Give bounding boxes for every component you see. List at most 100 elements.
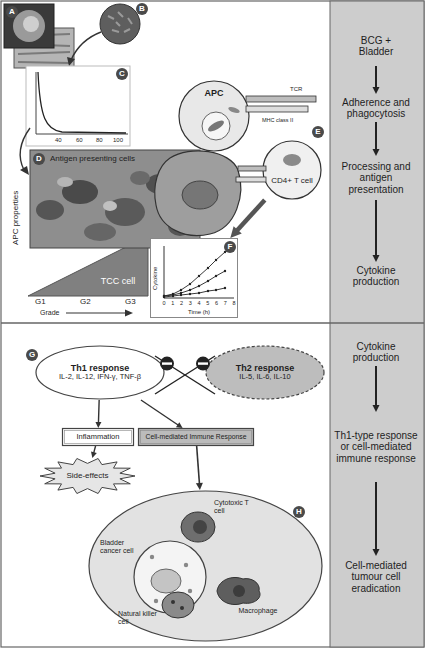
step-node: Cell-mediated tumour cell eradication [333, 556, 419, 598]
tumour-site-ellipse: HCytotoxic T cellBladder cancer cellNatu… [88, 490, 323, 642]
bacillus [206, 118, 225, 133]
node-text: Cytokine production [333, 341, 419, 364]
box-outline [63, 429, 134, 446]
figure-label: 40 [55, 137, 62, 144]
figure-label: 0 [163, 300, 166, 306]
granule [154, 599, 158, 603]
callout-letter: G [26, 349, 38, 361]
cell-nucleus [193, 520, 207, 534]
process-box: Inflammation [62, 428, 134, 446]
granule [180, 606, 184, 610]
figure-label: G3 [125, 298, 136, 307]
arrow-head [20, 166, 29, 175]
node-text: Adherence and phagocytosis [333, 97, 419, 120]
cell-membrane [263, 141, 321, 199]
figure-label: 100 [113, 137, 123, 144]
figure-label: 8 [233, 300, 236, 306]
micrograph-fill [30, 150, 200, 248]
granule [184, 563, 188, 567]
data-curve [164, 288, 225, 297]
cell-body [217, 578, 260, 605]
connector-line [197, 446, 200, 484]
cell-body [162, 592, 194, 618]
data-curve [164, 271, 225, 296]
node-text: Time (h) [164, 309, 234, 316]
node-text: Antigen presenting cells [50, 154, 170, 163]
connector-line [98, 400, 100, 423]
receptor-complex [238, 166, 266, 171]
figure-label: 2 [180, 300, 183, 306]
callout-letter: E [312, 126, 324, 138]
figure-label: 3 [189, 300, 192, 306]
granule [171, 600, 175, 604]
figure-label: TCR [290, 86, 302, 93]
connector-arrow [91, 446, 97, 458]
node-text: Cytokine production [333, 265, 419, 288]
ellipse-outline [206, 346, 324, 399]
bladder-highlight [23, 16, 39, 32]
figure-label: 80 [96, 137, 103, 144]
figure-label: MHC class II [262, 117, 293, 123]
node-outline [118, 588, 198, 630]
t-cell: CD4+ T cell [262, 140, 322, 200]
arrow-head [373, 87, 380, 94]
node-text: Cell-mediated Immune Response [138, 433, 254, 441]
node-text: H [293, 506, 305, 518]
step-node: Cytokine production [333, 262, 419, 290]
arrow-head [91, 451, 97, 458]
cell-blob [168, 216, 192, 236]
chart-axes [36, 72, 128, 134]
bacillus [228, 106, 241, 115]
nk-cell: Natural killer cell [118, 588, 198, 630]
cell-blob [36, 200, 64, 220]
figure-label: Grade [40, 309, 59, 317]
connector-arrow [373, 122, 380, 156]
step-node: Th1-type response or cell-mediated immun… [333, 412, 419, 482]
response-ellipse: Th1 responseIL-2, IL-12, IFN-γ, TNF-β [35, 345, 165, 400]
connector-line [94, 446, 96, 453]
micrograph-panel: Antigen presenting cells [30, 150, 200, 248]
node-text: APC [178, 88, 250, 98]
cell-membrane [179, 81, 249, 151]
step-node: Cytokine production [333, 338, 419, 366]
ellipse-outline [36, 346, 164, 399]
cell-nucleus [283, 154, 301, 166]
phagosome [202, 112, 230, 140]
inhibition-bar [162, 362, 172, 364]
connector-arrow [95, 400, 101, 428]
starburst-outline [40, 459, 135, 494]
micrograph-texture [108, 12, 132, 32]
cell-blob [130, 171, 150, 185]
histology-image [14, 28, 74, 68]
node-text: TCC cell [90, 276, 146, 286]
node-text: Bladder cancer cell [100, 539, 142, 555]
node-text: Th2 response [205, 363, 325, 373]
figure-label: 4 [198, 300, 201, 306]
chart-frame [151, 239, 238, 318]
node-text: Natural killer cell [118, 610, 164, 626]
grade-arrow [66, 312, 126, 313]
node-text: Macrophage [223, 607, 293, 615]
connector-arrow [141, 400, 183, 428]
figure-label: G2 [80, 298, 91, 307]
summary-column [330, 1, 424, 647]
callout-letter: F [224, 241, 236, 253]
tissue-texture [18, 34, 70, 63]
connector-arrow [230, 200, 264, 238]
starburst: Side-effects [40, 458, 135, 494]
receptor-complex [236, 177, 266, 182]
connector-line [375, 122, 377, 150]
node-outline [262, 140, 322, 200]
node-text: Cytokine [152, 267, 159, 290]
connector-arrow [373, 66, 380, 94]
granule [188, 589, 192, 593]
cell-blob [57, 177, 73, 187]
connector-line [375, 482, 377, 550]
receptor-complex [246, 96, 316, 102]
panel-divider [1, 322, 424, 324]
cell-blob [164, 202, 176, 210]
node-text: Cell-mediated tumour cell eradication [333, 560, 419, 595]
arrow-head [125, 310, 133, 317]
node-text: Th1 response [35, 363, 165, 373]
arrow-head [230, 226, 241, 238]
